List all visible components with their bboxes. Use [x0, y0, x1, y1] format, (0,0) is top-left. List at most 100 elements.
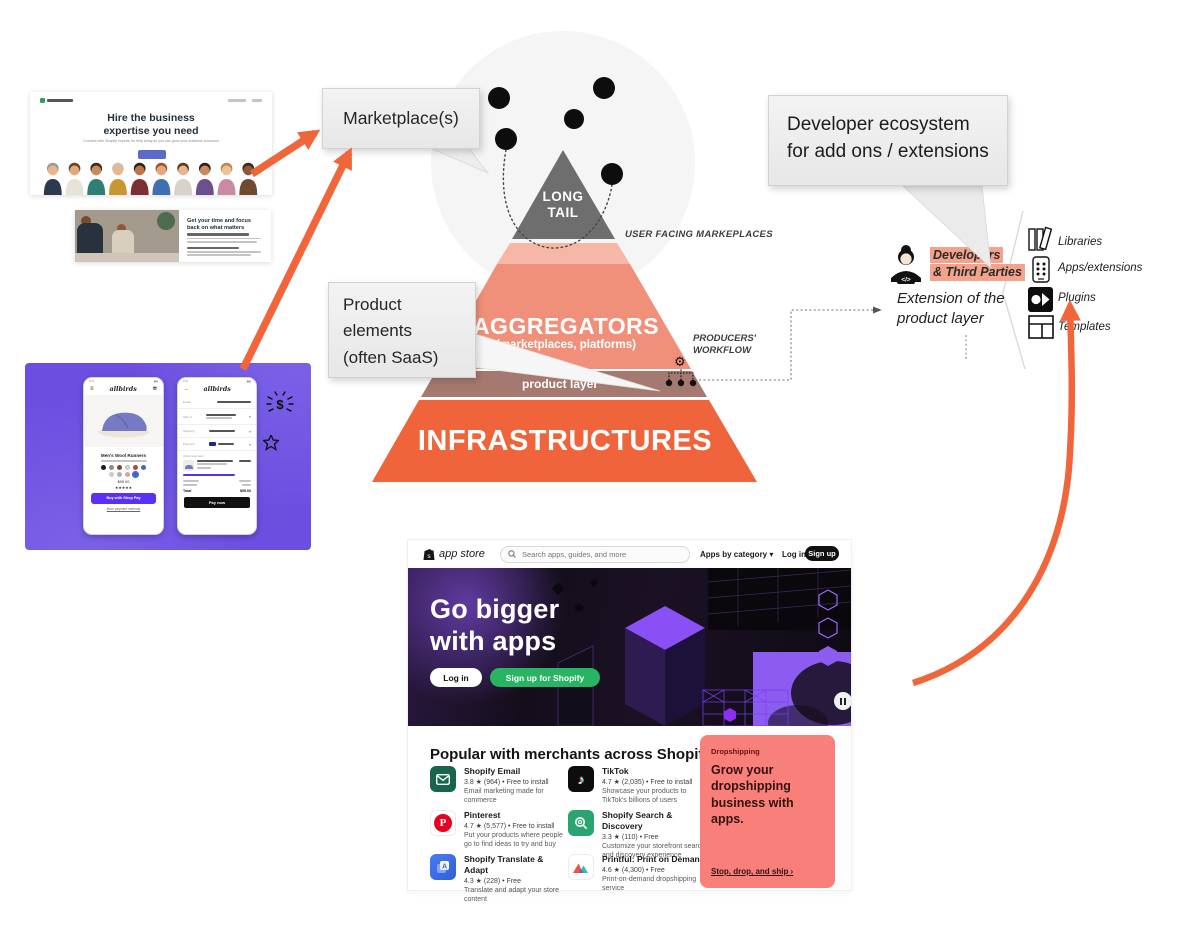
apps-extensions-icon [1032, 256, 1050, 283]
longtail-halo-circle [431, 31, 695, 295]
dollar-doodle-icon: $ [265, 389, 295, 419]
experts-section-photo [75, 210, 179, 262]
sneaker-image [98, 412, 149, 438]
developers-third-parties-label: Developers & Third Parties [930, 247, 1025, 281]
ecosystem-item-apps-extensions: Apps/extensions [1058, 262, 1143, 274]
svg-text:</>: </> [901, 277, 911, 284]
appstore-header: s app store Apps by category ▾ Log in Si… [408, 540, 851, 568]
pay-now-button[interactable]: Pay now [184, 496, 250, 508]
checkout-row-email[interactable]: Email [178, 396, 256, 409]
product-rating: ★★★★★ [114, 485, 133, 490]
order-summary: Order summary [183, 454, 251, 493]
aggregators-sublabel: (marketplaces, platforms) [496, 339, 636, 351]
search-icon [508, 550, 516, 558]
checkout-row-shipping[interactable]: Shipping ▾ [178, 425, 256, 438]
header-login-link[interactable]: Log in [782, 549, 806, 559]
allbirds-product-phone: 9:41▮▮▮ ≡ allbirds ⛃ • • • Men's Wool Ru… [83, 377, 164, 535]
back-arrow-icon[interactable]: ← [184, 386, 190, 392]
chevron-down-icon: ▾ [248, 414, 251, 419]
apps-by-category-menu[interactable]: Apps by category ▾ [700, 549, 774, 559]
product-layer-label: product layer [521, 377, 599, 391]
svg-text:A: A [442, 864, 447, 871]
svg-text:s: s [427, 553, 431, 560]
longtail-dots [488, 77, 623, 185]
popular-section-title: Popular with merchants across Shopify [430, 746, 712, 763]
ecosystem-item-plugins: Plugins [1058, 292, 1096, 304]
svg-text:$: $ [276, 397, 284, 412]
experts-subheading: Connect with Shopify experts for help to… [83, 139, 219, 143]
cart-icon[interactable]: ⛃ [152, 386, 157, 392]
plugins-icon [1028, 287, 1053, 312]
experts-cta-button[interactable] [138, 150, 166, 159]
discount-code-link[interactable] [183, 474, 235, 477]
experts-logo [40, 98, 73, 103]
checkout-row-payment[interactable]: Payment ▾ [178, 438, 256, 451]
allbirds-logo: allbirds [109, 385, 137, 393]
hero-illustration [551, 568, 851, 726]
allbirds-checkout-phone: 9:41▮▮▮ ← allbirds Email Ship to ▾ Shipp… [177, 377, 257, 535]
experts-nav[interactable] [228, 99, 262, 102]
checkout-row-shipto[interactable]: Ship to ▾ [178, 409, 256, 425]
shopify-bag-icon: s [423, 549, 435, 560]
workflow-icon: ⚙ [660, 354, 702, 390]
pause-button[interactable] [834, 692, 851, 710]
translate-adapt-icon: A [430, 854, 456, 880]
order-item [183, 460, 251, 471]
product-photo [84, 395, 163, 447]
shopify-logo-icon [40, 98, 45, 103]
appstore-search[interactable] [500, 545, 690, 563]
shop-pay-button[interactable]: Buy with Shop Pay [91, 492, 156, 504]
dropshipping-promo-card[interactable]: Dropshipping Grow your dropshipping busi… [700, 735, 835, 888]
pinterest-icon: P [430, 810, 456, 836]
more-payment-methods-link[interactable]: More payment methods [106, 506, 141, 511]
marketplaces-callout-pointer [427, 146, 490, 174]
printful-icon [568, 854, 594, 880]
order-item-thumbnail [183, 460, 194, 471]
experts-section-copy [187, 233, 261, 257]
shopify-email-icon [430, 766, 456, 792]
ecosystem-item-templates: Templates [1058, 321, 1111, 333]
order-total-row: Total$95.00 [183, 488, 251, 493]
infrastructures-label: INFRASTRUCTURES [417, 425, 713, 457]
user-facing-marketplaces-label: USER FACING MARKEPLACES [625, 229, 773, 240]
templates-icon [1028, 315, 1054, 339]
color-swatches-row-1[interactable] [84, 464, 163, 470]
product-price: $95.00 [117, 479, 130, 484]
producers-workflow-label: PRODUCERS'WORKFLOW [693, 333, 756, 357]
appstore-logo-text: app store [439, 548, 485, 560]
search-input[interactable] [520, 548, 680, 560]
color-swatches-row-2[interactable] [84, 470, 163, 479]
chevron-down-icon: ▾ [248, 428, 251, 434]
ecosystem-item-libraries: Libraries [1058, 236, 1103, 248]
hero-signup-button[interactable]: Sign up for Shopify [490, 668, 600, 687]
developer-person-icon: </> [891, 245, 921, 284]
product-elements-callout: Product elements (often SaaS) [328, 282, 476, 378]
hamburger-menu-icon[interactable]: ≡ [90, 386, 94, 392]
star-doodle-icon [263, 435, 279, 451]
marketplaces-callout: Marketplace(s) [322, 88, 480, 149]
libraries-icon [1028, 226, 1053, 251]
ecosystem-bracket-line [1002, 210, 1026, 370]
promo-link[interactable]: Stop, drop, and ship › [711, 867, 794, 876]
appstore-screenshot: s app store Apps by category ▾ Log in Si… [408, 540, 851, 903]
hero-login-button[interactable]: Log in [430, 668, 482, 687]
allbirds-app-screenshot: 9:41▮▮▮ ≡ allbirds ⛃ • • • Men's Wool Ru… [25, 363, 311, 550]
search-discovery-icon [568, 810, 594, 836]
product-title: Men's Wool Runners [100, 453, 147, 458]
header-signup-button[interactable]: Sign up [805, 546, 839, 561]
chevron-down-icon: ▾ [248, 441, 251, 447]
arrow-appstore-to-ecosystem [912, 299, 1081, 687]
